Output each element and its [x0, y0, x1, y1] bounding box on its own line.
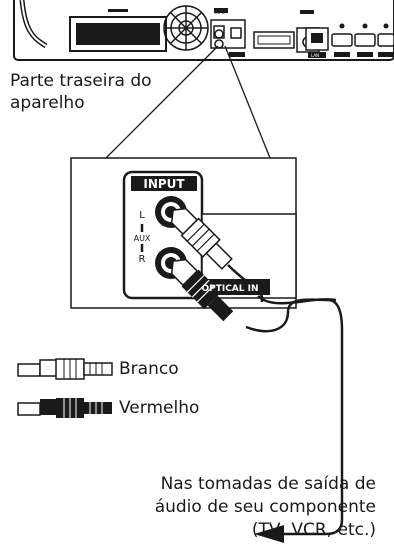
legend-white-plug [17, 358, 113, 380]
panel-label-lan: LAN [311, 53, 319, 58]
red-plug [170, 258, 234, 322]
input-label-bg [131, 176, 197, 191]
cables [227, 264, 344, 536]
input-label: INPUT [143, 177, 185, 191]
caption-text: Parte traseira do aparelho [10, 71, 152, 113]
optical-label: OPTICAL IN [201, 284, 258, 294]
rear-panel-caption: Parte traseira do aparelho [10, 70, 160, 114]
fan-vent [163, 5, 209, 51]
aux-right-label: R [139, 254, 146, 265]
destination-line-1: Nas tomadas de saída de [160, 474, 376, 494]
destination-line-3: (TV, VCR, etc.) [251, 520, 376, 540]
destination-caption: Nas tomadas de saída de áudio de seu com… [56, 473, 376, 542]
legend-red-plug [17, 398, 112, 418]
zoom-lines [105, 45, 271, 159]
destination-line-2: áudio de seu componente [154, 497, 376, 517]
white-plug [170, 207, 233, 270]
aux-label: AUX [134, 234, 151, 243]
arrow-head-icon [254, 525, 284, 543]
aux-left-label: L [139, 210, 145, 221]
legend-red-label: Vermelho [119, 398, 200, 418]
legend-white-label: Branco [119, 359, 179, 379]
panel-label-small-input: INPUT [215, 10, 228, 15]
rear-panel [13, 0, 394, 61]
hdmi-ports [331, 23, 394, 57]
